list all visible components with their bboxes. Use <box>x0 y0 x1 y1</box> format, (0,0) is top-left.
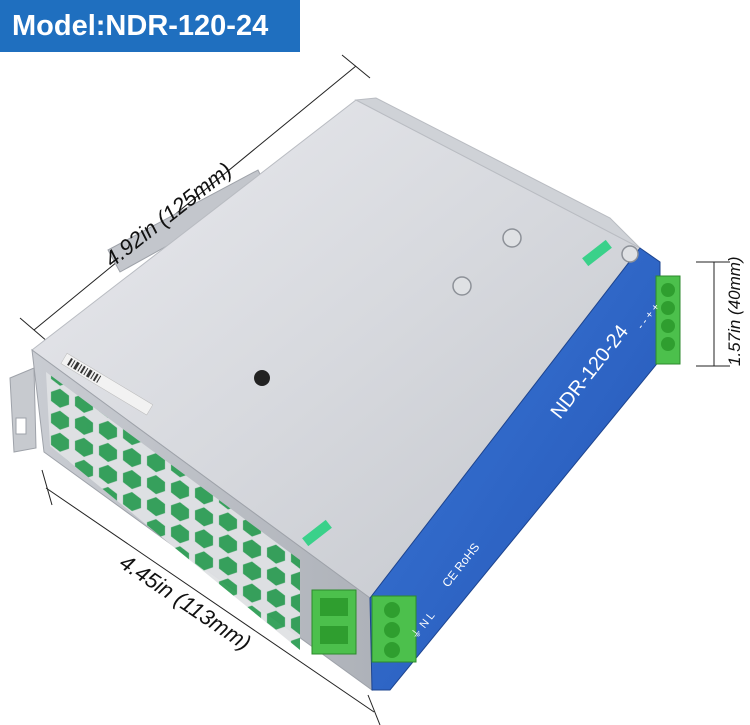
barcode-sticker <box>60 352 154 416</box>
mounting-hole <box>254 370 270 386</box>
dimension-length <box>19 54 371 343</box>
latch-marker <box>582 239 612 267</box>
dimension-height-label: 1.57in (40mm) <box>725 256 744 366</box>
screw-icon <box>502 228 522 248</box>
screw-icon <box>452 276 472 296</box>
dimension-height <box>696 261 730 367</box>
screw-icon <box>621 245 639 263</box>
vent-grille <box>46 372 300 650</box>
latch-marker <box>302 519 332 547</box>
front-terminal-block <box>311 589 357 655</box>
model-banner: Model:NDR-120-24 <box>0 0 300 52</box>
top-cover <box>31 99 641 599</box>
dimension-width <box>41 469 381 725</box>
top-cover-ridge <box>354 97 641 249</box>
output-terminal-block <box>371 595 417 663</box>
input-terminal-block <box>655 275 681 365</box>
